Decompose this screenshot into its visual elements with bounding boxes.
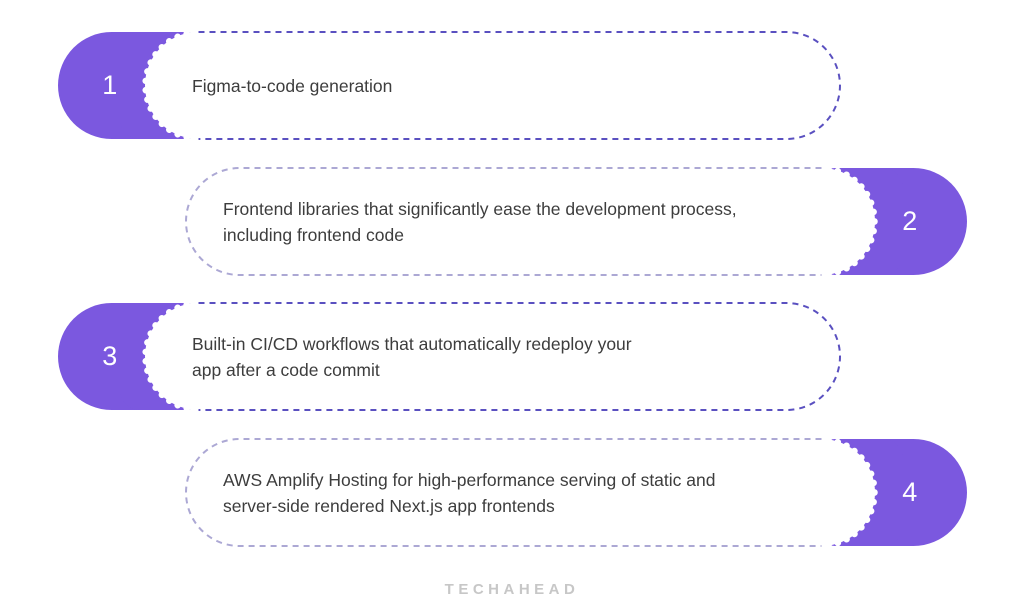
row-3-text: Built-in CI/CD workflows that automatica… bbox=[192, 333, 632, 380]
footer: TECHAHEAD bbox=[0, 576, 1024, 602]
row-3-shapes bbox=[58, 300, 841, 413]
row-4-text: AWS Amplify Hosting for high-performance… bbox=[223, 469, 716, 516]
row-1-card bbox=[145, 32, 840, 139]
row-1-text: Figma-to-code generation bbox=[192, 75, 393, 96]
row-4-number: 4 bbox=[902, 477, 918, 507]
row-2-shapes bbox=[185, 165, 967, 278]
row-2-dashed-border bbox=[185, 167, 822, 276]
row-3-dashed-border bbox=[198, 302, 841, 411]
row-1-shapes bbox=[58, 29, 841, 142]
row-2-card bbox=[186, 168, 875, 275]
row-4-shapes bbox=[185, 436, 967, 549]
row-3-number: 3 bbox=[102, 341, 118, 371]
row-4-card bbox=[186, 439, 875, 546]
row-4-dashed-border bbox=[185, 438, 822, 547]
row-1-number: 1 bbox=[102, 70, 118, 100]
techahead-logo: TECHAHEAD bbox=[444, 580, 580, 598]
row-2-number: 2 bbox=[902, 206, 918, 236]
row-2-text: Frontend libraries that significantly ea… bbox=[223, 198, 737, 245]
row-1-dashed-border bbox=[198, 31, 841, 140]
row-3-card bbox=[145, 303, 840, 410]
